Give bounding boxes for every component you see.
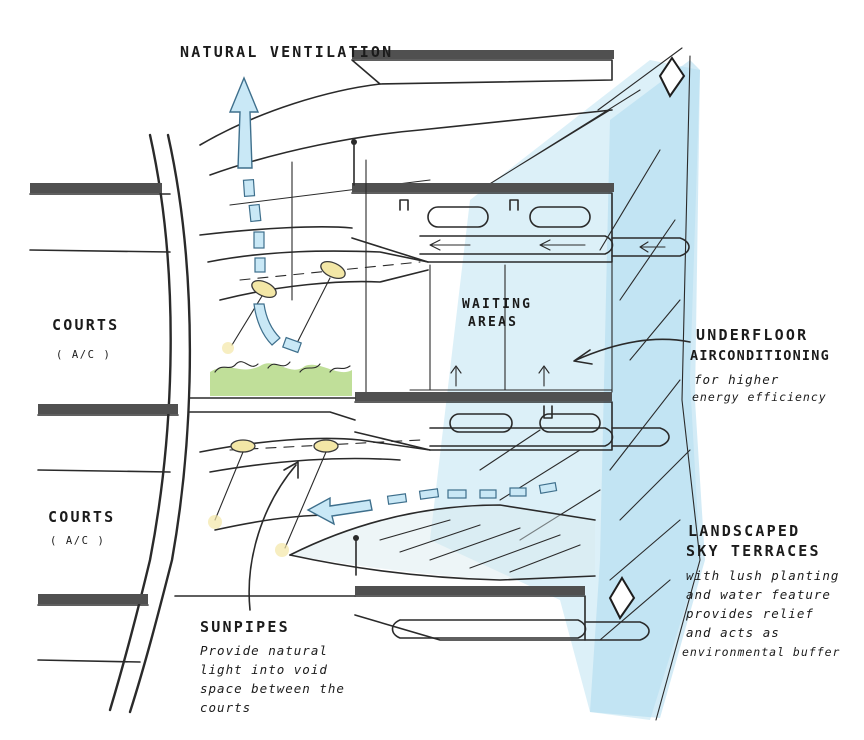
sunpipes-title: SUNPIPES xyxy=(200,618,290,636)
landscaped-note-line3: provides relief xyxy=(685,606,814,621)
waiting-areas-label-line1: WAITING xyxy=(462,297,532,312)
sunpipes-note-line1: Provide natural xyxy=(200,643,328,658)
underfloor-note-line1: for higher xyxy=(694,372,779,387)
bottom-floor-plate xyxy=(174,586,650,641)
sunpipes xyxy=(208,260,346,557)
courts-lower-sub: ( A/C ) xyxy=(50,535,105,547)
court-curved-wall xyxy=(108,133,192,714)
courts-upper-sub: ( A/C ) xyxy=(56,349,111,361)
natural-ventilation-label: NATURAL VENTILATION xyxy=(180,43,393,61)
planting-terrace xyxy=(210,361,352,396)
facade-diamond-top xyxy=(658,56,686,98)
courts-upper-label: COURTS xyxy=(52,316,119,334)
landscaped-title-line1: LANDSCAPED xyxy=(688,522,800,540)
upper-floor-plate xyxy=(199,139,690,301)
landscaped-note-line5: environmental buffer xyxy=(682,645,840,659)
sunpipe-4 xyxy=(313,439,339,453)
terrace-airflow xyxy=(306,481,558,526)
sunpipe-1 xyxy=(251,279,277,299)
underfloor-title-line1: UNDERFLOOR xyxy=(696,326,808,344)
landscaped-title-line2: SKY TERRACES xyxy=(686,542,821,560)
callout-leaders xyxy=(248,338,691,611)
lower-sky-terrace xyxy=(214,504,596,581)
facade-diamond-bottom xyxy=(608,576,636,620)
sunpipes-note-line3: space between the xyxy=(200,681,345,696)
underfloor-leader-arrow xyxy=(575,338,691,361)
ventilation-airflow xyxy=(228,76,302,354)
sunpipe-2 xyxy=(320,260,346,280)
landscaped-note-line1: with lush planting xyxy=(686,568,839,583)
sunpipes-note-line4: courts xyxy=(200,700,251,715)
sunpipes-leader-arrow xyxy=(248,464,297,611)
sunpipe-3 xyxy=(230,439,256,453)
underfloor-title-line2: AIRCONDITIONING xyxy=(690,348,830,364)
courts-lower-label: COURTS xyxy=(48,508,115,526)
underfloor-note-line2: energy efficiency xyxy=(692,390,827,404)
middle-floor-plate xyxy=(189,392,670,473)
waiting-area-walls xyxy=(291,159,613,393)
waiting-areas-label-line2: AREAS xyxy=(468,315,518,330)
landscaped-note-line2: and water feature xyxy=(686,587,831,602)
landscaped-note-line4: and acts as xyxy=(686,625,780,640)
left-slabs xyxy=(29,183,179,663)
sunpipes-note-line2: light into void xyxy=(200,662,328,677)
